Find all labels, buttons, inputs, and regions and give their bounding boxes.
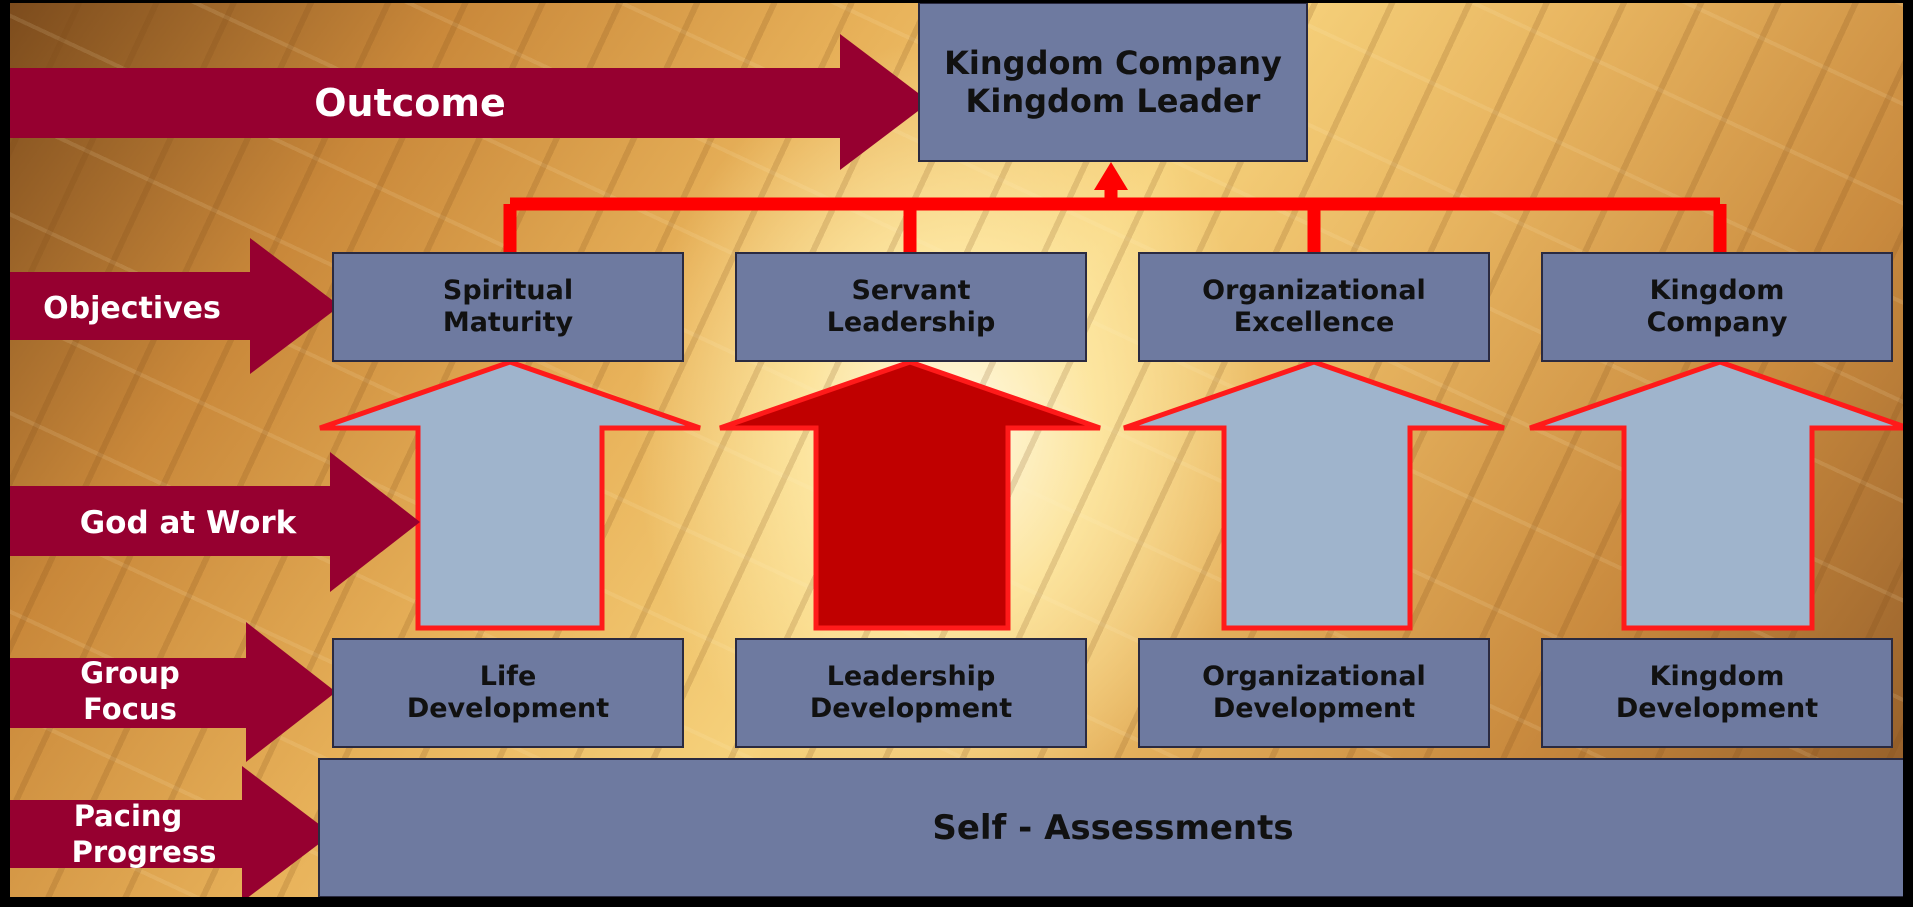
group-focus-line2: Development [1615, 693, 1819, 724]
objective-line2: Excellence [1233, 307, 1395, 338]
label-arrow-god-at-work: God at Work [0, 452, 420, 592]
group-focus-line1: Leadership [826, 660, 996, 692]
god-at-work-label: God at Work [80, 505, 298, 541]
label-arrow-outcome: Outcome [0, 34, 930, 170]
up-arrow-3 [1123, 359, 1505, 631]
label-arrow-objectives: Objectives [0, 238, 340, 374]
outcome-line2: Kingdom Leader [965, 82, 1261, 120]
objective-line2: Maturity [442, 307, 574, 338]
group-focus-line1: Organizational [1202, 660, 1426, 692]
connector-arrowhead [1094, 162, 1128, 190]
objectives-connector [503, 188, 1727, 252]
group-focus-line2: Development [406, 693, 610, 724]
outcome-line1: Kingdom Company [944, 43, 1282, 82]
up-arrow-4 [1529, 359, 1909, 631]
self-assessments-base: Self - Assessments [318, 758, 1908, 898]
group-focus-leadership-development: Leadership Development [735, 638, 1087, 748]
objective-line1: Spiritual [442, 274, 574, 306]
group-focus-line2: Development [1212, 693, 1416, 724]
group-focus-label-line1: Group [80, 656, 179, 690]
self-assessments-label: Self - Assessments [932, 807, 1294, 848]
label-arrow-pacing-progress: Pacing Progress [0, 766, 332, 902]
pacing-progress-label-line2: Progress [72, 835, 217, 869]
outcome-label: Outcome [314, 81, 506, 125]
group-focus-organizational-development: Organizational Development [1138, 638, 1490, 748]
objective-line2: Company [1646, 307, 1788, 338]
group-focus-kingdom-development: Kingdom Development [1541, 638, 1893, 748]
group-focus-line2: Development [809, 693, 1013, 724]
objective-line1: Servant [851, 274, 971, 306]
group-focus-label-line2: Focus [83, 692, 177, 726]
objective-line1: Organizational [1202, 274, 1426, 306]
objective-servant-leadership: Servant Leadership [735, 252, 1087, 362]
group-focus-life-development: Life Development [332, 638, 684, 748]
outcome-box: Kingdom Company Kingdom Leader [918, 2, 1308, 162]
objective-kingdom-company: Kingdom Company [1541, 252, 1893, 362]
objective-line2: Leadership [826, 307, 996, 338]
pacing-progress-label-line1: Pacing [74, 799, 183, 833]
group-focus-line1: Kingdom [1649, 660, 1785, 692]
objectives-label: Objectives [43, 291, 221, 326]
up-arrow-2 [719, 359, 1101, 631]
group-focus-line1: Life [479, 660, 537, 692]
up-arrow-1 [319, 359, 701, 631]
objective-spiritual-maturity: Spiritual Maturity [332, 252, 684, 362]
label-arrow-group-focus: Group Focus [0, 622, 336, 762]
objective-organizational-excellence: Organizational Excellence [1138, 252, 1490, 362]
objective-line1: Kingdom [1649, 274, 1785, 306]
